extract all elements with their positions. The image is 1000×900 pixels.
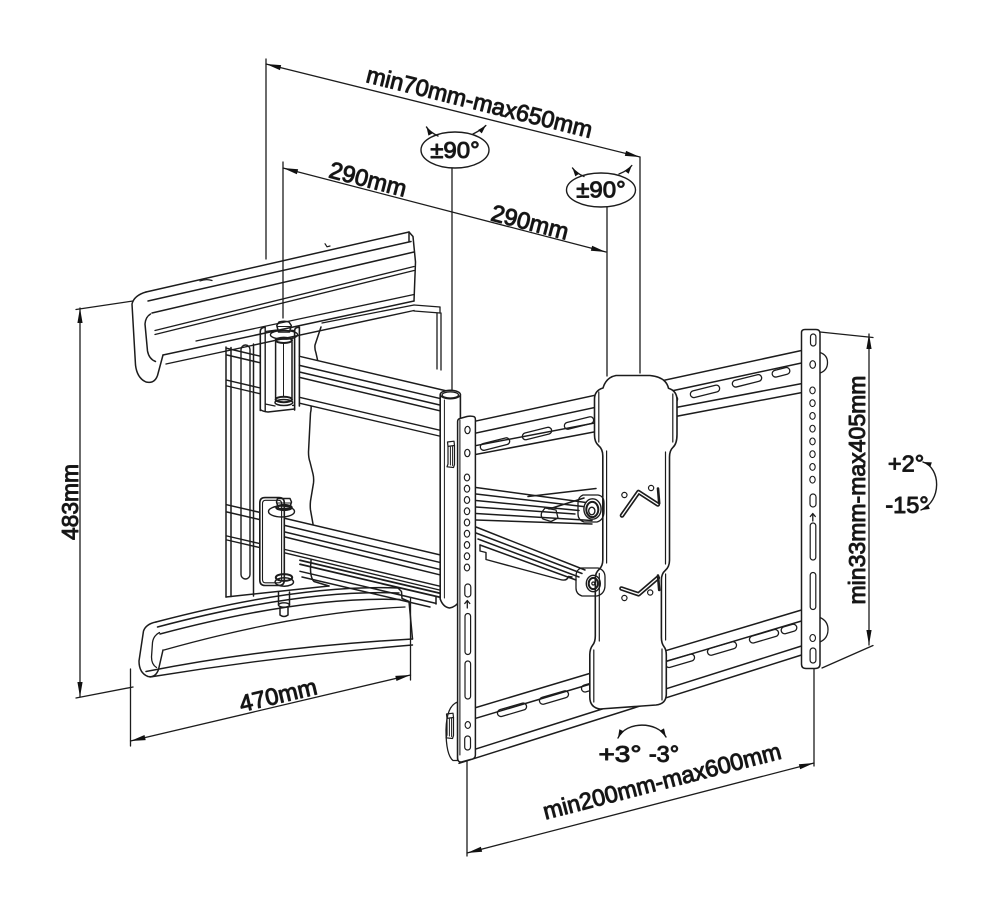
svg-text:+2°: +2° bbox=[888, 451, 924, 477]
svg-text:min33mm-max405mm: min33mm-max405mm bbox=[844, 376, 870, 605]
svg-text:±90°: ±90° bbox=[576, 177, 626, 203]
svg-text:-15°: -15° bbox=[885, 492, 928, 518]
svg-text:483mm: 483mm bbox=[57, 464, 83, 540]
svg-text:±90°: ±90° bbox=[430, 137, 480, 163]
svg-text:-3°: -3° bbox=[649, 741, 679, 767]
svg-text:+3°: +3° bbox=[599, 741, 642, 767]
